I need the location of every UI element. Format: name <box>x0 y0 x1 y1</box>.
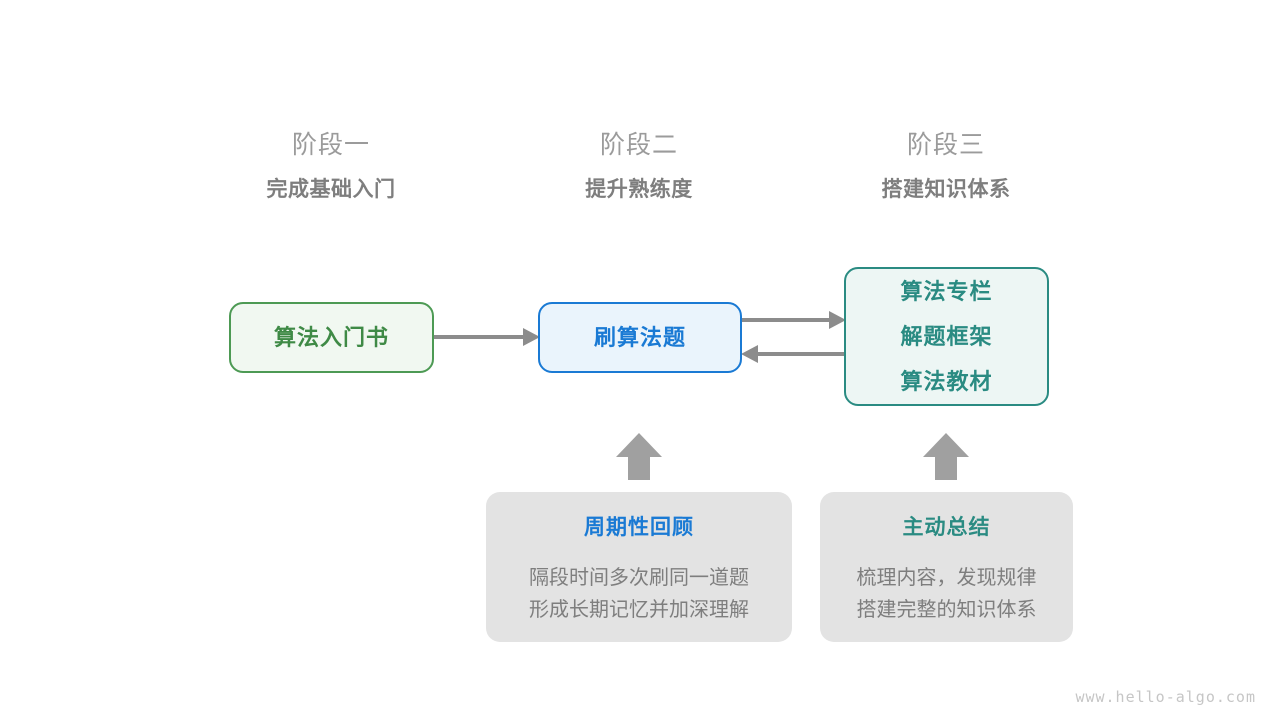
arrow-knowledge-to-practice <box>741 345 846 363</box>
note-body: 梳理内容，发现规律 搭建完整的知识体系 <box>857 562 1037 626</box>
note-title: 主动总结 <box>902 516 991 539</box>
node-algorithm-intro-book[interactable]: 算法入门书 <box>229 302 434 373</box>
node-line: 解题框架 <box>900 324 993 349</box>
stage-title-1: 阶段一 <box>291 131 370 159</box>
stage-header-2: 阶段二 提升熟练度 <box>519 128 759 206</box>
arrow-summary-to-knowledge <box>923 433 969 480</box>
node-knowledge-resources[interactable]: 算法专栏 解题框架 算法教材 <box>844 267 1049 406</box>
node-practice-problems[interactable]: 刷算法题 <box>538 302 742 373</box>
stage-header-3: 阶段三 搭建知识体系 <box>826 128 1066 206</box>
stage-title-3: 阶段三 <box>906 131 985 159</box>
note-body: 隔段时间多次刷同一道题 形成长期记忆并加深理解 <box>529 562 749 626</box>
note-title: 周期性回顾 <box>584 516 694 539</box>
note-body-line: 搭建完整的知识体系 <box>856 599 1037 621</box>
arrow-review-to-practice <box>616 433 662 480</box>
stage-subtitle-2: 提升熟练度 <box>585 178 693 201</box>
arrow-book-to-practice <box>433 328 540 346</box>
note-card-active-summary[interactable]: 主动总结 梳理内容，发现规律 搭建完整的知识体系 <box>820 492 1073 642</box>
watermark: www.hello-algo.com <box>1075 688 1256 706</box>
stage-header-1: 阶段一 完成基础入门 <box>211 128 451 206</box>
note-body-line: 形成长期记忆并加深理解 <box>529 599 749 621</box>
arrow-practice-to-knowledge <box>741 311 846 329</box>
stage-subtitle-1: 完成基础入门 <box>266 178 396 201</box>
note-body-line: 隔段时间多次刷同一道题 <box>529 567 749 589</box>
node-line: 算法教材 <box>900 369 993 394</box>
note-body-line: 梳理内容，发现规律 <box>856 567 1037 589</box>
node-line: 算法专栏 <box>900 279 993 304</box>
node-line: 算法入门书 <box>273 325 389 350</box>
stage-title-2: 阶段二 <box>599 131 678 159</box>
node-line: 刷算法题 <box>593 325 686 350</box>
note-card-periodic-review[interactable]: 周期性回顾 隔段时间多次刷同一道题 形成长期记忆并加深理解 <box>486 492 792 642</box>
stage-subtitle-3: 搭建知识体系 <box>881 178 1011 201</box>
